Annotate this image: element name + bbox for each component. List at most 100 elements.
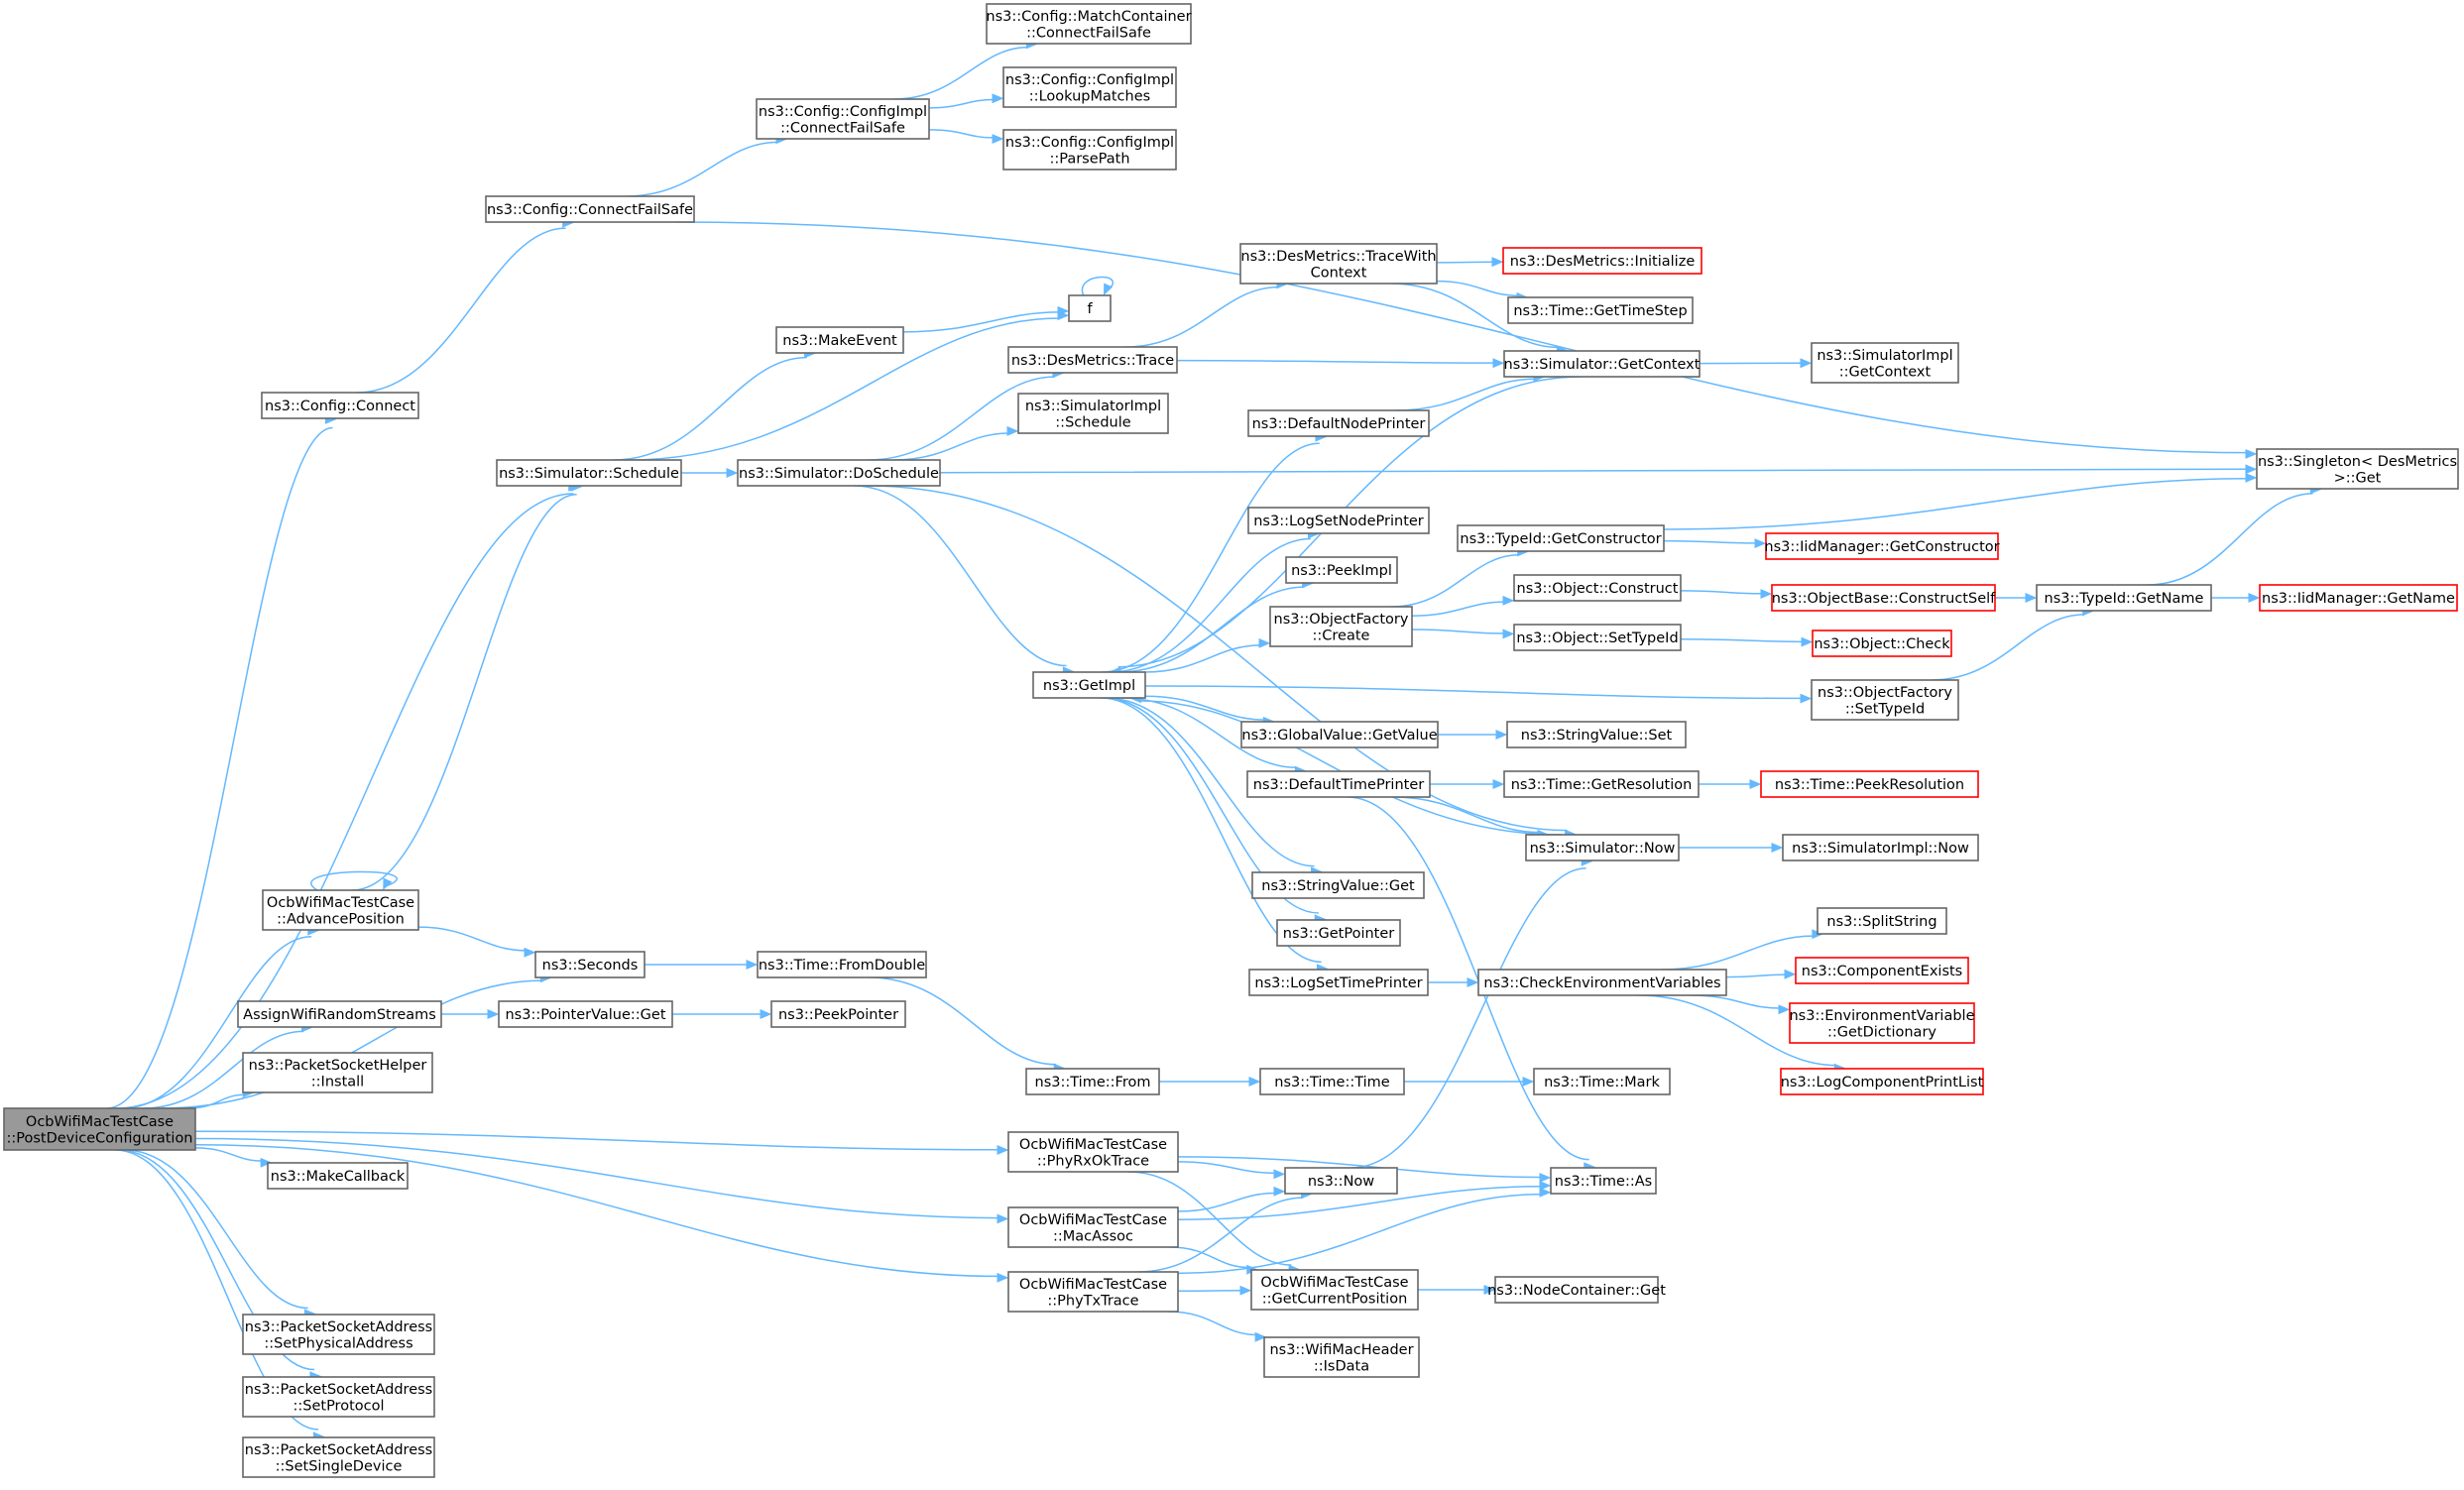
- node-default-time-printer[interactable]: ns3::DefaultTimePrinter: [1246, 770, 1431, 798]
- node-label: ns3::IidManager::GetConstructor: [1764, 539, 1999, 555]
- node-sim-impl-get-context[interactable]: ns3::SimulatorImpl::GetContext: [1811, 342, 1959, 384]
- node-box: [770, 1000, 906, 1028]
- node-log-component-print-list[interactable]: ns3::LogComponentPrintList: [1780, 1068, 1984, 1095]
- node-cfg-impl-connect-fail-safe[interactable]: ns3::Config::ConfigImpl::ConnectFailSafe: [756, 98, 930, 140]
- node-log-set-time-printer[interactable]: ns3::LogSetTimePrinter: [1248, 969, 1429, 996]
- edge-type-id-get-constructor-to-singleton-get: [1663, 472, 2258, 530]
- node-get-pointer[interactable]: ns3::GetPointer: [1276, 919, 1401, 947]
- node-obj-set-type-id[interactable]: ns3::Object::SetTypeId: [1513, 624, 1682, 651]
- node-cfg-connect[interactable]: ns3::Config::Connect: [261, 392, 419, 419]
- node-make-callback[interactable]: ns3::MakeCallback: [267, 1162, 409, 1190]
- node-label: >::Get: [2334, 470, 2382, 486]
- node-peek-pointer[interactable]: ns3::PeekPointer: [770, 1000, 906, 1028]
- node-node-container-get[interactable]: ns3::NodeContainer::Get: [1487, 1276, 1666, 1304]
- node-get-impl[interactable]: ns3::GetImpl: [1032, 671, 1146, 699]
- node-des-trace[interactable]: ns3::DesMetrics::Trace: [1007, 346, 1178, 374]
- node-label: ns3::TypeId::GetName: [2045, 591, 2204, 607]
- node-split-string[interactable]: ns3::SplitString: [1817, 907, 1947, 935]
- node-obj-check[interactable]: ns3::Object::Check: [1812, 630, 1952, 657]
- node-iid-get-constructor[interactable]: ns3::IidManager::GetConstructor: [1764, 532, 2000, 560]
- node-sim-impl-now[interactable]: ns3::SimulatorImpl::Now: [1782, 834, 1979, 861]
- node-cfg-connect-fail-safe[interactable]: ns3::Config::ConnectFailSafe: [485, 195, 695, 223]
- node-phy-rx-ok-trace[interactable]: OcbWifiMacTestCase::PhyRxOkTrace: [1007, 1131, 1179, 1173]
- node-obj-factory-create[interactable]: ns3::ObjectFactory::Create: [1269, 606, 1413, 647]
- node-string-value-set[interactable]: ns3::StringValue::Set: [1506, 721, 1687, 748]
- node-sim-impl-schedule[interactable]: ns3::SimulatorImpl::Schedule: [1017, 393, 1169, 434]
- node-time-mark[interactable]: ns3::Time::Mark: [1533, 1068, 1671, 1095]
- node-pointer-value-get[interactable]: ns3::PointerValue::Get: [498, 1000, 673, 1028]
- node-string-value-get[interactable]: ns3::StringValue::Get: [1251, 871, 1425, 899]
- node-sim-do-schedule[interactable]: ns3::Simulator::DoSchedule: [737, 459, 941, 487]
- node-iid-get-name[interactable]: ns3::IidManager::GetName: [2259, 584, 2458, 612]
- node-obj-construct[interactable]: ns3::Object::Construct: [1513, 574, 1682, 602]
- node-advance-position[interactable]: OcbWifiMacTestCase::AdvancePosition: [262, 889, 419, 931]
- node-psa-set-single-device[interactable]: ns3::PacketSocketAddress::SetSingleDevic…: [242, 1436, 435, 1478]
- node-check-env-vars[interactable]: ns3::CheckEnvironmentVariables: [1477, 969, 1727, 996]
- node-label: ::GetCurrentPosition: [1262, 1291, 1408, 1307]
- node-label: ns3::GetImpl: [1043, 678, 1135, 694]
- node-component-exists[interactable]: ns3::ComponentExists: [1795, 957, 1969, 984]
- edge-cfg-connect-to-cfg-connect-fail-safe: [356, 217, 574, 394]
- node-psh-install[interactable]: ns3::PacketSocketHelper::Install: [242, 1052, 433, 1093]
- node-make-event[interactable]: ns3::MakeEvent: [775, 326, 904, 354]
- node-now[interactable]: ns3::Now: [1284, 1167, 1398, 1195]
- edge-root-to-phy-rx-ok-trace: [194, 1130, 1009, 1155]
- node-label: ::SetTypeId: [1845, 701, 1925, 717]
- node-label: ns3::Time::Mark: [1544, 1075, 1660, 1090]
- edge-sim-schedule-to-sim-do-schedule: [681, 468, 739, 478]
- node-label: ns3::PeekPointer: [778, 1007, 898, 1023]
- node-seconds[interactable]: ns3::Seconds: [534, 951, 645, 978]
- node-des-initialize[interactable]: ns3::DesMetrics::Initialize: [1502, 247, 1702, 275]
- node-singleton-get[interactable]: ns3::Singleton< DesMetrics>::Get: [2256, 448, 2459, 490]
- node-assign-streams[interactable]: AssignWifiRandomStreams: [237, 1000, 442, 1028]
- node-type-id-get-constructor[interactable]: ns3::TypeId::GetConstructor: [1457, 524, 1665, 552]
- node-sim-now[interactable]: ns3::Simulator::Now: [1525, 834, 1680, 861]
- node-label: ns3::Config::ConfigImpl: [1005, 72, 1174, 88]
- node-env-get-dictionary[interactable]: ns3::EnvironmentVariable::GetDictionary: [1789, 1002, 1975, 1044]
- edge-get-current-position-to-node-container-get: [1418, 1285, 1496, 1295]
- node-label: ::ConnectFailSafe: [780, 120, 905, 136]
- node-root[interactable]: OcbWifiMacTestCase::PostDeviceConfigurat…: [3, 1107, 196, 1151]
- node-sim-schedule[interactable]: ns3::Simulator::Schedule: [496, 459, 682, 487]
- nodes-layer: OcbWifiMacTestCase::PostDeviceConfigurat…: [3, 3, 2459, 1478]
- node-get-time-step[interactable]: ns3::Time::GetTimeStep: [1507, 296, 1694, 324]
- node-box: [1817, 907, 1947, 935]
- node-time-time[interactable]: ns3::Time::Time: [1259, 1068, 1405, 1095]
- node-label: ns3::PacketSocketAddress: [245, 1442, 432, 1458]
- node-obj-base-construct-self[interactable]: ns3::ObjectBase::ConstructSelf: [1771, 584, 1996, 612]
- node-f[interactable]: f: [1068, 294, 1112, 322]
- node-box: [1248, 969, 1429, 996]
- node-mac-assoc[interactable]: OcbWifiMacTestCase::MacAssoc: [1007, 1206, 1179, 1248]
- node-peek-impl[interactable]: ns3::PeekImpl: [1285, 556, 1398, 584]
- node-sim-get-context[interactable]: ns3::Simulator::GetContext: [1503, 350, 1701, 378]
- node-label: ::GetContext: [1839, 364, 1932, 380]
- node-get-current-position[interactable]: OcbWifiMacTestCase::GetCurrentPosition: [1250, 1269, 1419, 1311]
- node-type-id-get-name[interactable]: ns3::TypeId::GetName: [2036, 584, 2212, 612]
- node-match-connect-fail-safe[interactable]: ns3::Config::MatchContainer::ConnectFail…: [986, 3, 1192, 45]
- node-parse-path[interactable]: ns3::Config::ConfigImpl::ParsePath: [1002, 129, 1177, 171]
- node-box: [1533, 1068, 1671, 1095]
- node-label: OcbWifiMacTestCase: [26, 1114, 174, 1130]
- node-box: [1263, 1336, 1420, 1378]
- node-time-from-double[interactable]: ns3::Time::FromDouble: [757, 951, 927, 978]
- node-label: ns3::PointerValue::Get: [505, 1007, 665, 1023]
- node-label: OcbWifiMacTestCase: [267, 895, 414, 911]
- node-global-value-get-value[interactable]: ns3::GlobalValue::GetValue: [1240, 721, 1439, 748]
- node-box: [1782, 834, 1979, 861]
- node-psa-set-physical-address[interactable]: ns3::PacketSocketAddress::SetPhysicalAdd…: [242, 1314, 435, 1355]
- node-time-peek-resolution[interactable]: ns3::Time::PeekResolution: [1760, 770, 1979, 798]
- node-log-set-node-printer[interactable]: ns3::LogSetNodePrinter: [1247, 507, 1430, 534]
- node-default-node-printer[interactable]: ns3::DefaultNodePrinter: [1247, 409, 1430, 437]
- node-time-get-resolution[interactable]: ns3::Time::GetResolution: [1503, 770, 1700, 798]
- node-lookup-matches[interactable]: ns3::Config::ConfigImpl::LookupMatches: [1002, 66, 1177, 108]
- node-wifi-mac-header-is-data[interactable]: ns3::WifiMacHeader::IsData: [1263, 1336, 1420, 1378]
- node-obj-factory-set-type-id[interactable]: ns3::ObjectFactory::SetTypeId: [1811, 679, 1959, 721]
- node-psa-set-protocol[interactable]: ns3::PacketSocketAddress::SetProtocol: [242, 1376, 435, 1418]
- node-phy-tx-trace[interactable]: OcbWifiMacTestCase::PhyTxTrace: [1007, 1271, 1179, 1313]
- node-box: [1002, 129, 1177, 171]
- node-time-as[interactable]: ns3::Time::As: [1550, 1167, 1657, 1195]
- node-label: ns3::LogComponentPrintList: [1781, 1075, 1984, 1090]
- node-box: [1007, 346, 1178, 374]
- node-time-from[interactable]: ns3::Time::From: [1025, 1068, 1160, 1095]
